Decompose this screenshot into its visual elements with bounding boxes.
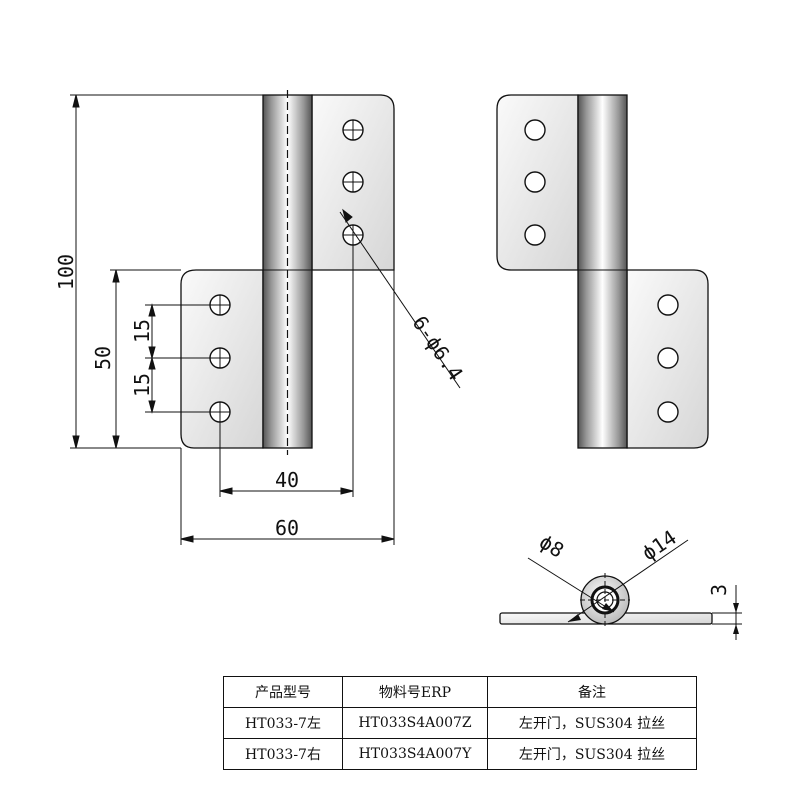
right-hole-upper-1 <box>524 119 546 141</box>
hole-lower-2 <box>209 347 231 369</box>
cell-erp: HT033S4A007Z <box>342 707 488 739</box>
cell-model: HT033-7左 <box>223 707 343 739</box>
right-hole-upper-3 <box>524 224 546 246</box>
hole-upper-1 <box>342 119 364 141</box>
hole-lower-3 <box>209 401 231 423</box>
dimension-lines <box>70 94 461 545</box>
dim-hole-pitch-bottom: 15 <box>130 373 154 397</box>
dim-plate-thickness: 3 <box>707 584 731 596</box>
table-row: HT033-7左 HT033S4A007Z 左开门，SUS304 拉丝 <box>223 707 697 739</box>
product-spec-table: 产品型号 物料号ERP 备注 HT033-7左 HT033S4A007Z 左开门… <box>223 676 697 770</box>
dim-knuckle-diameter: ϕ14 <box>637 525 680 565</box>
dim-total-height: 100 <box>54 254 78 290</box>
right-hole-upper-2 <box>524 171 546 193</box>
cell-model: HT033-7右 <box>223 738 343 770</box>
hinge-side-view <box>499 539 742 640</box>
hinge-front-view-right <box>496 94 709 449</box>
right-hinge-pin-barrel <box>577 94 628 449</box>
dim-hole-callout: 6-ϕ6.4 <box>408 311 468 384</box>
header-product-model: 产品型号 <box>223 676 343 708</box>
hinge-front-view-left <box>180 90 395 455</box>
header-erp-code: 物料号ERP <box>342 676 488 708</box>
table-header-row: 产品型号 物料号ERP 备注 <box>223 676 697 708</box>
right-hole-lower-2 <box>657 347 679 369</box>
dim-total-width: 60 <box>275 516 299 540</box>
right-hole-lower-1 <box>657 294 679 316</box>
hole-upper-2 <box>342 171 364 193</box>
dim-hole-span: 40 <box>275 468 299 492</box>
dim-lower-leaf-height: 50 <box>91 346 115 370</box>
cell-remarks: 左开门，SUS304 拉丝 <box>487 738 697 770</box>
cell-erp: HT033S4A007Y <box>342 738 488 770</box>
header-remarks: 备注 <box>487 676 697 708</box>
table-row: HT033-7右 HT033S4A007Y 左开门，SUS304 拉丝 <box>223 738 697 770</box>
hole-lower-1 <box>209 294 231 316</box>
dim-pin-diameter: ϕ8 <box>535 530 568 563</box>
dim-hole-pitch-top: 15 <box>130 319 154 343</box>
right-hole-lower-3 <box>657 401 679 423</box>
cell-remarks: 左开门，SUS304 拉丝 <box>487 707 697 739</box>
